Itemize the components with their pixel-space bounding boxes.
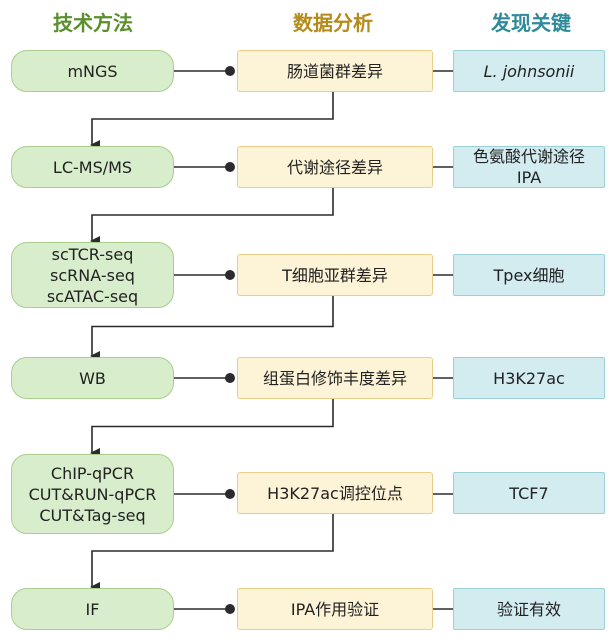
analysis-box-gut-microbiota: 肠道菌群差异	[237, 50, 433, 92]
finding-box-l-johnsonii: L. johnsonii	[453, 50, 605, 92]
technique-box-if: IF	[11, 588, 174, 630]
technique-box-lc-ms: LC-MS/MS	[11, 146, 174, 188]
connector-dot-3	[225, 373, 235, 383]
analysis-box-metabolic-pathway: 代谢途径差异	[237, 146, 433, 188]
finding-box-tryptophan-ipa: 色氨酸代谢途径 IPA	[453, 146, 605, 188]
flow-arrow-3	[90, 399, 334, 458]
analysis-box-t-cell-subsets: T细胞亚群差异	[237, 254, 433, 296]
header-technique: 技术方法	[53, 11, 133, 35]
flow-arrow-4	[90, 514, 334, 592]
header-finding: 发现关键	[491, 11, 571, 35]
connector-dot-5	[225, 604, 235, 614]
connector-dot-4	[225, 489, 235, 499]
technique-box-mngs: mNGS	[11, 50, 174, 92]
header-analysis: 数据分析	[293, 11, 373, 35]
connector-dot-1	[225, 162, 235, 172]
finding-box-tcf7: TCF7	[453, 472, 605, 514]
technique-box-single-cell: scTCR-seq scRNA-seq scATAC-seq	[11, 242, 174, 308]
analysis-box-histone-modification: 组蛋白修饰丰度差异	[237, 357, 433, 399]
connector-dot-0	[225, 66, 235, 76]
technique-box-wb: WB	[11, 357, 174, 399]
flow-arrow-2	[90, 296, 334, 361]
flow-arrow-1	[90, 188, 334, 246]
analysis-box-ipa-validation: IPA作用验证	[237, 588, 433, 630]
technique-box-chip-cut: ChIP-qPCR CUT&RUN-qPCR CUT&Tag-seq	[11, 454, 174, 534]
connector-dot-2	[225, 270, 235, 280]
flow-arrow-0	[90, 92, 334, 150]
finding-box-tpex: Tpex细胞	[453, 254, 605, 296]
finding-box-h3k27ac: H3K27ac	[453, 357, 605, 399]
analysis-box-h3k27ac-sites: H3K27ac调控位点	[237, 472, 433, 514]
finding-box-validated: 验证有效	[453, 588, 605, 630]
